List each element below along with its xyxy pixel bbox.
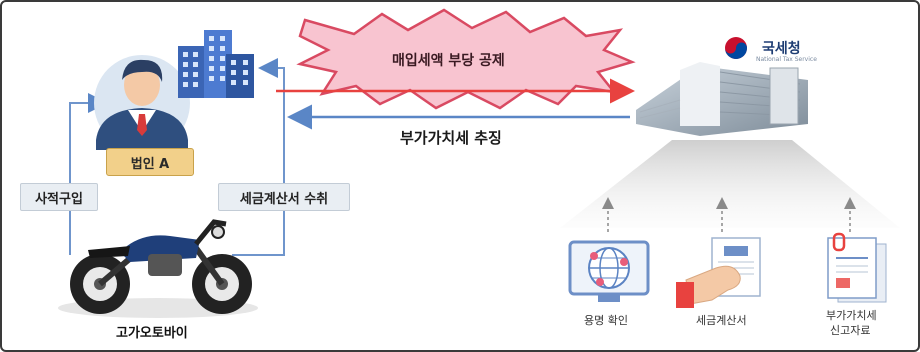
vat-report-label-line2: 신고자료: [830, 324, 871, 337]
vat-collection-label: 부가가치세 추징: [400, 129, 502, 147]
tax-invoice-label: 세금계산서: [696, 314, 747, 327]
motorcycle-icon: [58, 219, 258, 318]
businessman-icon: [94, 55, 190, 151]
burst-label: 매입세액 부당 공제: [392, 53, 505, 69]
globe-monitor-icon: [568, 240, 650, 302]
vat-report-label-line1: 부가가치세: [826, 309, 877, 322]
invoice-receipt-label: 세금계산서 수취: [218, 183, 350, 211]
government-building-icon: [636, 62, 808, 136]
nts-logo-icon: [725, 37, 747, 59]
spotlight-cone: [560, 140, 900, 228]
nts-subtitle-label: National Tax Service: [756, 56, 817, 63]
document-clip-icon: [827, 232, 887, 303]
office-building-icon: [178, 30, 254, 98]
motorcycle-label: 고가오토바이: [116, 326, 188, 341]
nts-name-label: 국세청: [762, 41, 801, 57]
invoice-hand-icon: [676, 237, 761, 308]
corporation-a-label: 법인 A: [106, 148, 194, 176]
upward-arrows: [602, 197, 856, 232]
usage-check-label: 용명 확인: [584, 314, 628, 327]
private-purchase-label: 사적구입: [20, 183, 98, 211]
